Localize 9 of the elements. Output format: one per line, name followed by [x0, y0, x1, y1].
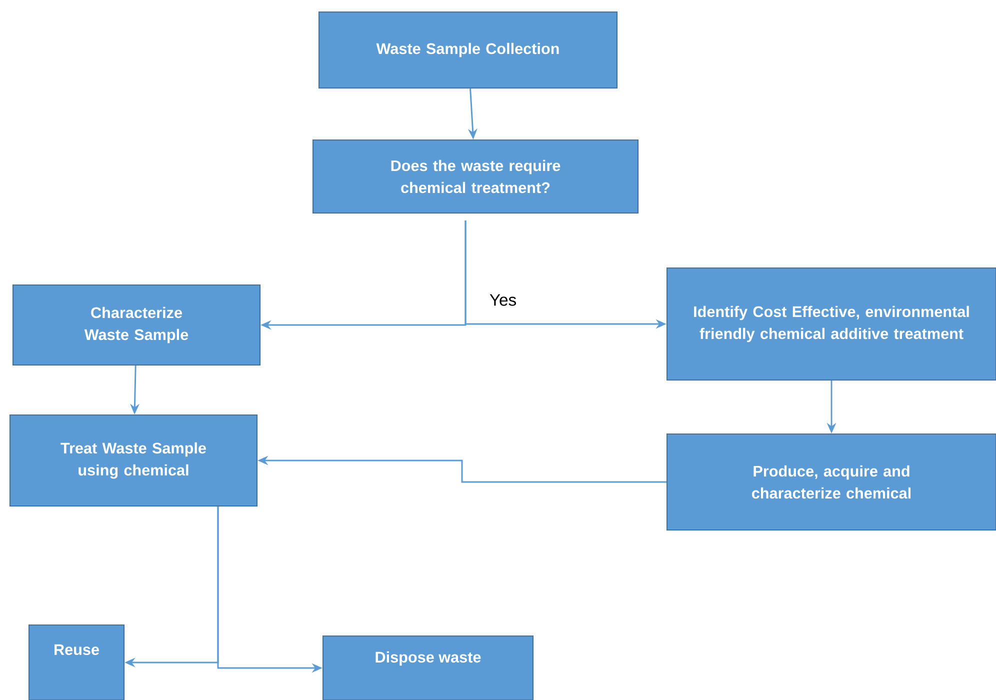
process-box: Identify Cost Effective, environmental friendly chemical additive treatment — [666, 267, 996, 381]
edge-label: Yes — [488, 292, 518, 308]
process-box: Characterize Waste Sample — [12, 284, 261, 366]
process-box: Produce, acquire and characterize chemical — [666, 433, 996, 531]
process-box: Does the waste require chemical treatment? — [312, 139, 639, 214]
process-box: Reuse — [28, 624, 125, 700]
process-box: Waste Sample Collection — [318, 11, 618, 89]
process-box: Dispose waste — [322, 635, 534, 700]
process-box: Treat Waste Sample using chemical — [9, 414, 258, 507]
